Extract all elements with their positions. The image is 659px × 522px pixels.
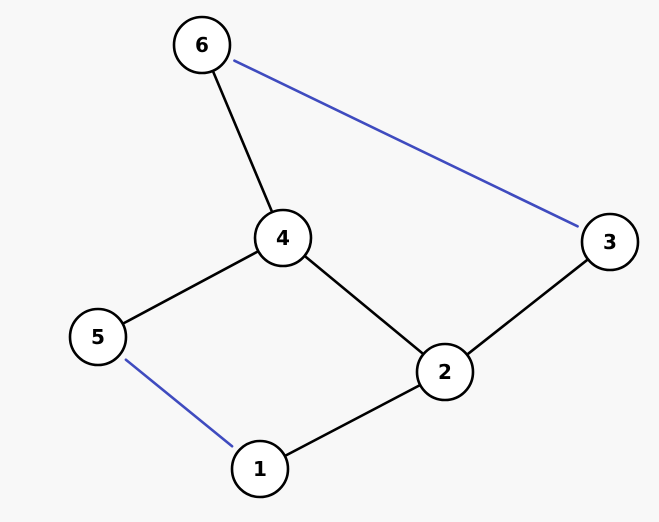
node-1-circle (230, 439, 290, 499)
node-2-label: 2 (438, 360, 452, 384)
node-6-label: 6 (195, 33, 209, 57)
node-3-circle (580, 212, 640, 272)
node-5-label: 5 (91, 325, 105, 349)
node-4-label: 4 (276, 226, 290, 250)
edges-layer (121, 59, 590, 458)
edge-4-2 (303, 254, 425, 356)
edge-4-5 (121, 249, 260, 326)
node-5: 5 (68, 307, 128, 367)
node-3-label: 3 (603, 230, 617, 254)
node-4: 4 (253, 208, 313, 268)
edge-3-2 (465, 258, 590, 356)
node-4-circle (253, 208, 313, 268)
node-1: 1 (230, 439, 290, 499)
edge-6-4 (211, 69, 274, 214)
nodes-layer: 6 4 3 5 2 1 (68, 15, 640, 499)
node-1-label: 1 (253, 457, 267, 481)
node-3: 3 (580, 212, 640, 272)
node-6: 6 (172, 15, 232, 75)
node-5-circle (68, 307, 128, 367)
edge-2-1 (283, 383, 422, 458)
node-6-circle (172, 15, 232, 75)
node-2: 2 (415, 342, 475, 402)
edge-6-3 (233, 59, 579, 228)
node-2-circle (415, 342, 475, 402)
edge-5-1 (124, 358, 234, 448)
